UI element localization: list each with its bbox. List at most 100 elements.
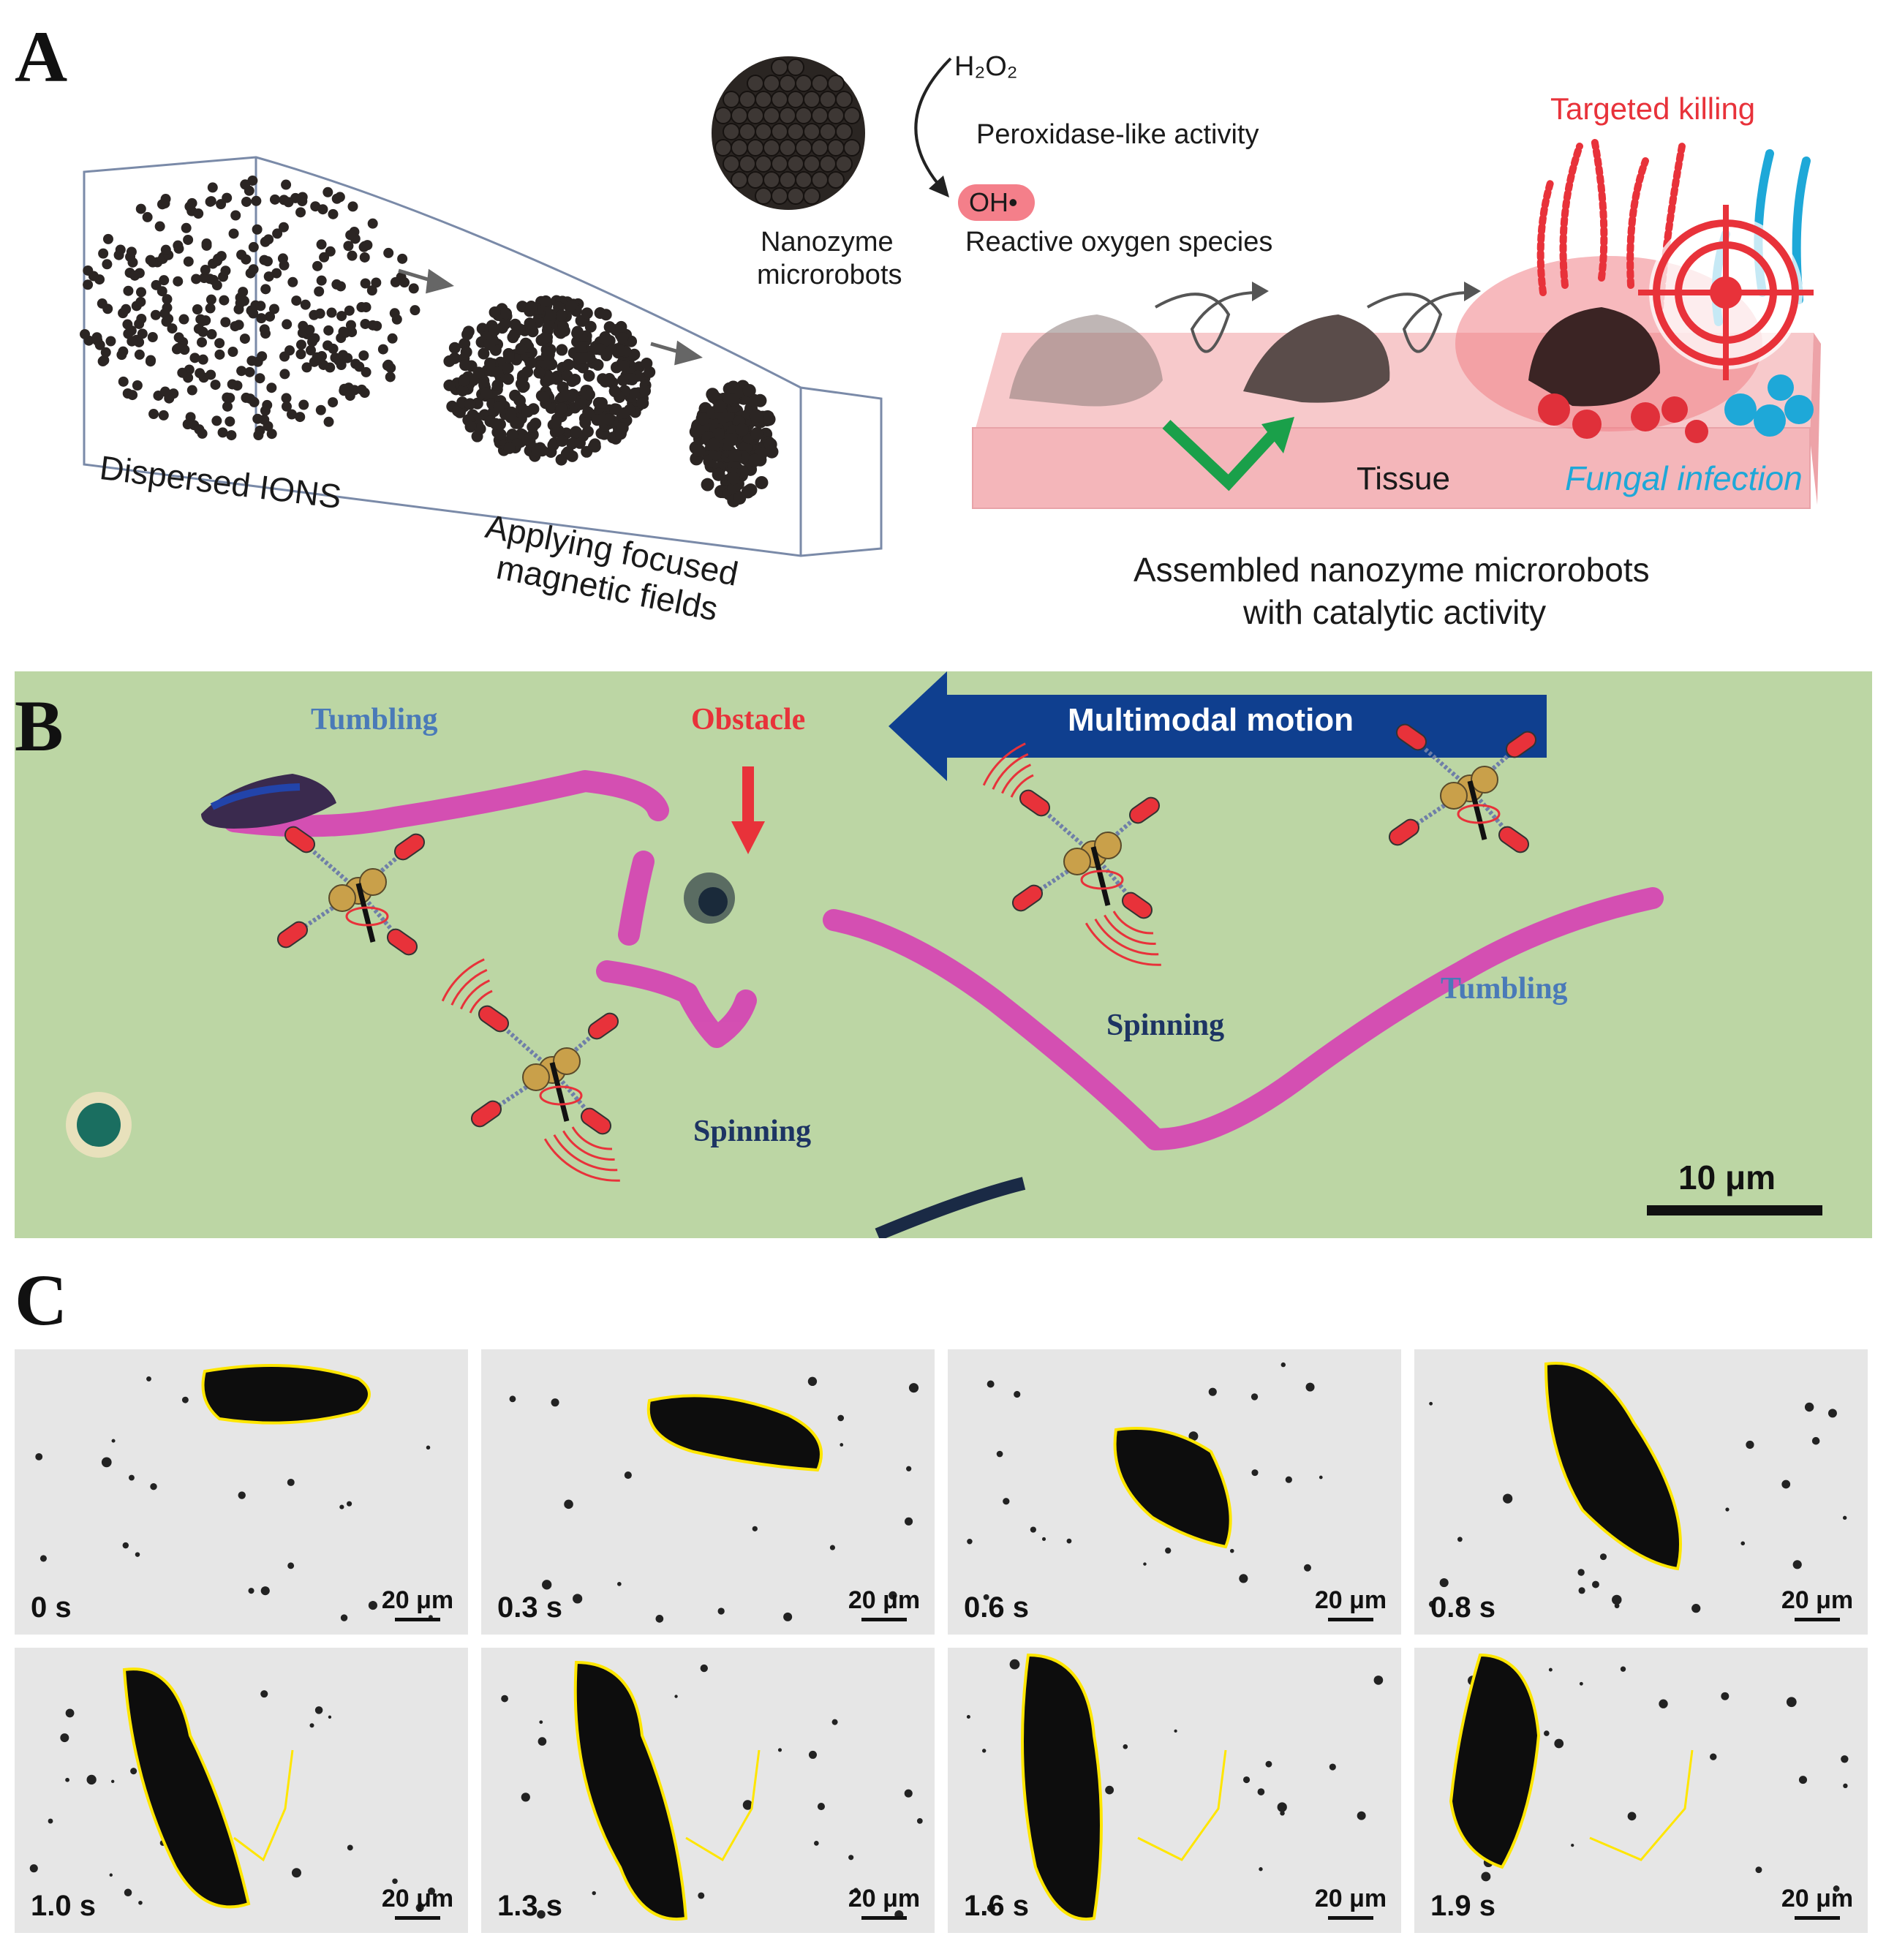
- debris-speck: [624, 1471, 632, 1480]
- ion-particle: [150, 309, 161, 320]
- rotation-ellipse: [1457, 804, 1501, 824]
- debris-speck: [124, 1888, 132, 1897]
- robot-core: [328, 884, 356, 912]
- obstacle-cell: [684, 872, 735, 924]
- ion-particle: [713, 399, 727, 413]
- ion-particle: [205, 303, 216, 314]
- debris-speck: [1251, 1393, 1259, 1401]
- debris-speck: [700, 1664, 708, 1673]
- ion-particle: [371, 277, 382, 288]
- ion-particle: [183, 256, 194, 267]
- robot-axis: [1090, 846, 1111, 906]
- ion-particle: [167, 323, 178, 334]
- ion-particle: [222, 192, 233, 203]
- ion-particle: [201, 238, 212, 249]
- ion-particle: [195, 368, 205, 379]
- assembled-label-2: with catalytic activity: [1243, 593, 1547, 631]
- ion-particle: [582, 406, 595, 418]
- ion-particle: [205, 196, 216, 207]
- ion-particle: [360, 278, 371, 289]
- robot-capsule: [1121, 892, 1153, 919]
- robot-capsule: [1019, 789, 1051, 817]
- microrobot-swarm: [573, 1660, 688, 1921]
- ion-particle: [269, 194, 280, 205]
- ion-particle: [539, 332, 551, 344]
- ion-particle: [603, 413, 615, 426]
- ion-particle: [343, 241, 354, 252]
- nanozyme-bead: [827, 171, 845, 189]
- ion-particle: [459, 359, 472, 372]
- ion-particle: [307, 336, 318, 347]
- robot-core: [1471, 766, 1498, 794]
- debris-speck: [392, 1878, 398, 1885]
- frame-scale-label: 20 μm: [381, 1586, 454, 1614]
- debris-speck: [309, 1723, 314, 1728]
- ion-particle: [205, 369, 216, 380]
- debris-speck: [967, 1538, 973, 1545]
- spinning-label-right: Spinning: [1106, 1009, 1225, 1042]
- ion-particle: [331, 279, 342, 290]
- debris-speck: [1781, 1480, 1791, 1489]
- debris-speck: [1842, 1515, 1847, 1520]
- nanozyme-label-2: microrobots: [757, 260, 902, 290]
- debris-speck: [1620, 1666, 1626, 1672]
- ion-particle: [521, 366, 534, 378]
- debris-speck: [1174, 1729, 1177, 1733]
- spin-wave: [469, 990, 493, 1014]
- debris-speck: [1030, 1526, 1036, 1533]
- ion-particle: [142, 211, 153, 222]
- multimodal-motion-arrow: [889, 671, 1547, 781]
- ion-particle: [344, 391, 355, 402]
- debris-speck: [29, 1864, 38, 1873]
- ion-particle: [724, 433, 738, 447]
- ion-particle: [245, 393, 256, 404]
- frame-scale-bar: 20 μm: [1310, 1586, 1391, 1624]
- ion-particle: [460, 346, 472, 358]
- debris-speck: [542, 1580, 552, 1590]
- debris-speck: [1251, 1469, 1259, 1477]
- ion-particle: [200, 265, 211, 276]
- nanozyme-bead: [747, 139, 764, 157]
- debris-speck: [817, 1803, 825, 1811]
- robot-core: [1094, 832, 1122, 859]
- ion-particle: [281, 393, 292, 404]
- debris-speck: [537, 1910, 546, 1919]
- nanozyme-label-1: Nanozyme: [761, 227, 894, 257]
- ion-particle: [503, 442, 516, 454]
- ion-particle: [262, 256, 273, 267]
- ion-particle: [241, 196, 252, 207]
- debris-speck: [110, 1779, 115, 1784]
- ion-particle: [158, 410, 169, 421]
- frame-graphics: [509, 1376, 919, 1623]
- ion-particle: [728, 448, 742, 462]
- frame-graphics: [1449, 1653, 1849, 1892]
- ion-particle: [362, 240, 373, 251]
- nanozyme-bead: [787, 59, 804, 76]
- ion-particle: [461, 328, 474, 341]
- debris-speck: [983, 1594, 989, 1600]
- debris-speck: [427, 1887, 436, 1895]
- frame-time-label: 1.3 s: [497, 1890, 562, 1922]
- debris-speck: [966, 1715, 970, 1719]
- ion-particle: [254, 373, 265, 384]
- debris-speck: [837, 1414, 845, 1422]
- ion-particle: [279, 351, 290, 362]
- microrobot-glyph: [982, 742, 1161, 966]
- robot-capsule: [580, 1107, 612, 1135]
- nanozyme-bead: [747, 75, 764, 92]
- scale-bar-b: [1647, 1205, 1822, 1215]
- ion-particle: [361, 366, 371, 377]
- microrobot-glyph: [441, 958, 620, 1182]
- debris-speck: [808, 1750, 817, 1759]
- ion-particle: [102, 233, 113, 244]
- ion-particle: [283, 197, 294, 208]
- debris-speck: [1740, 1541, 1746, 1546]
- spin-wave: [1094, 919, 1159, 956]
- ion-particle: [515, 342, 527, 355]
- nanozyme-bead: [731, 107, 748, 124]
- debris-speck: [1165, 1548, 1172, 1554]
- process-arrow-1: [398, 268, 454, 294]
